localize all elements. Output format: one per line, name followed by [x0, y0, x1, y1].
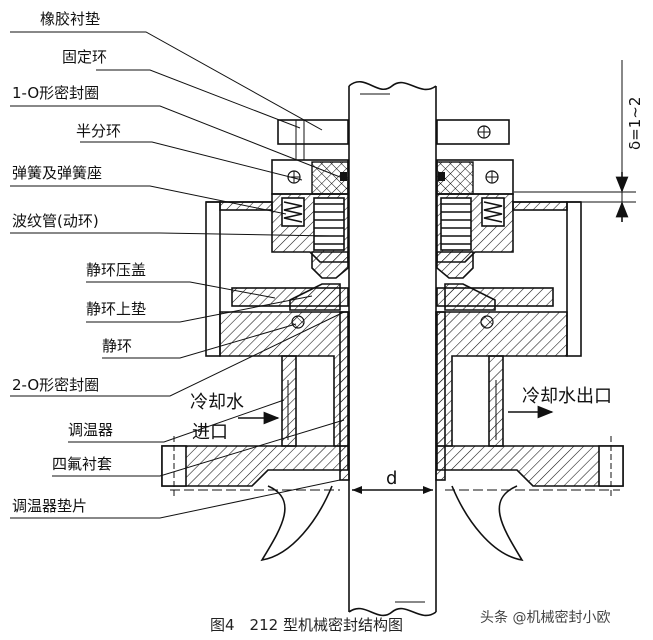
label-stationary-upper-pad: 静环上垫 — [86, 300, 146, 318]
label-bellows: 波纹管(动环) — [12, 212, 99, 230]
gap-dimension-text: δ=1~2 — [626, 97, 644, 150]
cooling-water-outlet: 冷却水出口 — [508, 386, 612, 419]
bellows-right — [436, 193, 514, 279]
label-o-ring-2: 2-O形密封圈 — [12, 376, 99, 394]
shaft-diameter-text: d — [386, 468, 397, 489]
thermostat-body — [219, 311, 568, 447]
shaft-diameter-dimension: d — [352, 468, 433, 494]
figure-caption: 图4 212 型机械密封结构图 — [210, 616, 403, 634]
stationary-gland — [231, 287, 554, 307]
label-fixed-ring: 固定环 — [62, 48, 107, 66]
label-spring-seat: 弹簧及弹簧座 — [12, 164, 102, 182]
label-stationary-gland: 静环压盖 — [86, 261, 146, 279]
ptfe-sleeve — [339, 311, 446, 481]
inlet-label-line2: 进口 — [192, 422, 228, 443]
label-thermostat-gasket: 调温器垫片 — [12, 497, 87, 515]
label-stationary-ring: 静环 — [102, 337, 132, 355]
gap-dimension: δ=1~2 — [514, 60, 644, 222]
callout-labels: 橡胶衬垫 固定环 1-O形密封圈 半分环 弹簧及弹簧座 波纹管(动环) 静环压盖… — [12, 10, 146, 515]
outlet-label: 冷却水出口 — [522, 386, 612, 407]
label-ptfe-sleeve: 四氟衬套 — [52, 455, 112, 473]
fixed-ring — [277, 119, 510, 160]
cooling-water-inlet: 冷却水 进口 — [190, 392, 280, 443]
label-split-ring: 半分环 — [76, 122, 121, 140]
label-o-ring-1: 1-O形密封圈 — [12, 84, 99, 102]
watermark: 头条 @机械密封小欧 — [480, 609, 610, 626]
leader-lines — [10, 31, 345, 519]
label-thermostat: 调温器 — [68, 421, 113, 439]
inlet-label-line1: 冷却水 — [190, 392, 244, 413]
shaft — [348, 80, 437, 617]
base-flange — [161, 436, 624, 562]
bellows-left — [271, 193, 349, 279]
label-rubber-liner: 橡胶衬垫 — [40, 10, 100, 28]
spring-seat-right — [436, 159, 514, 195]
